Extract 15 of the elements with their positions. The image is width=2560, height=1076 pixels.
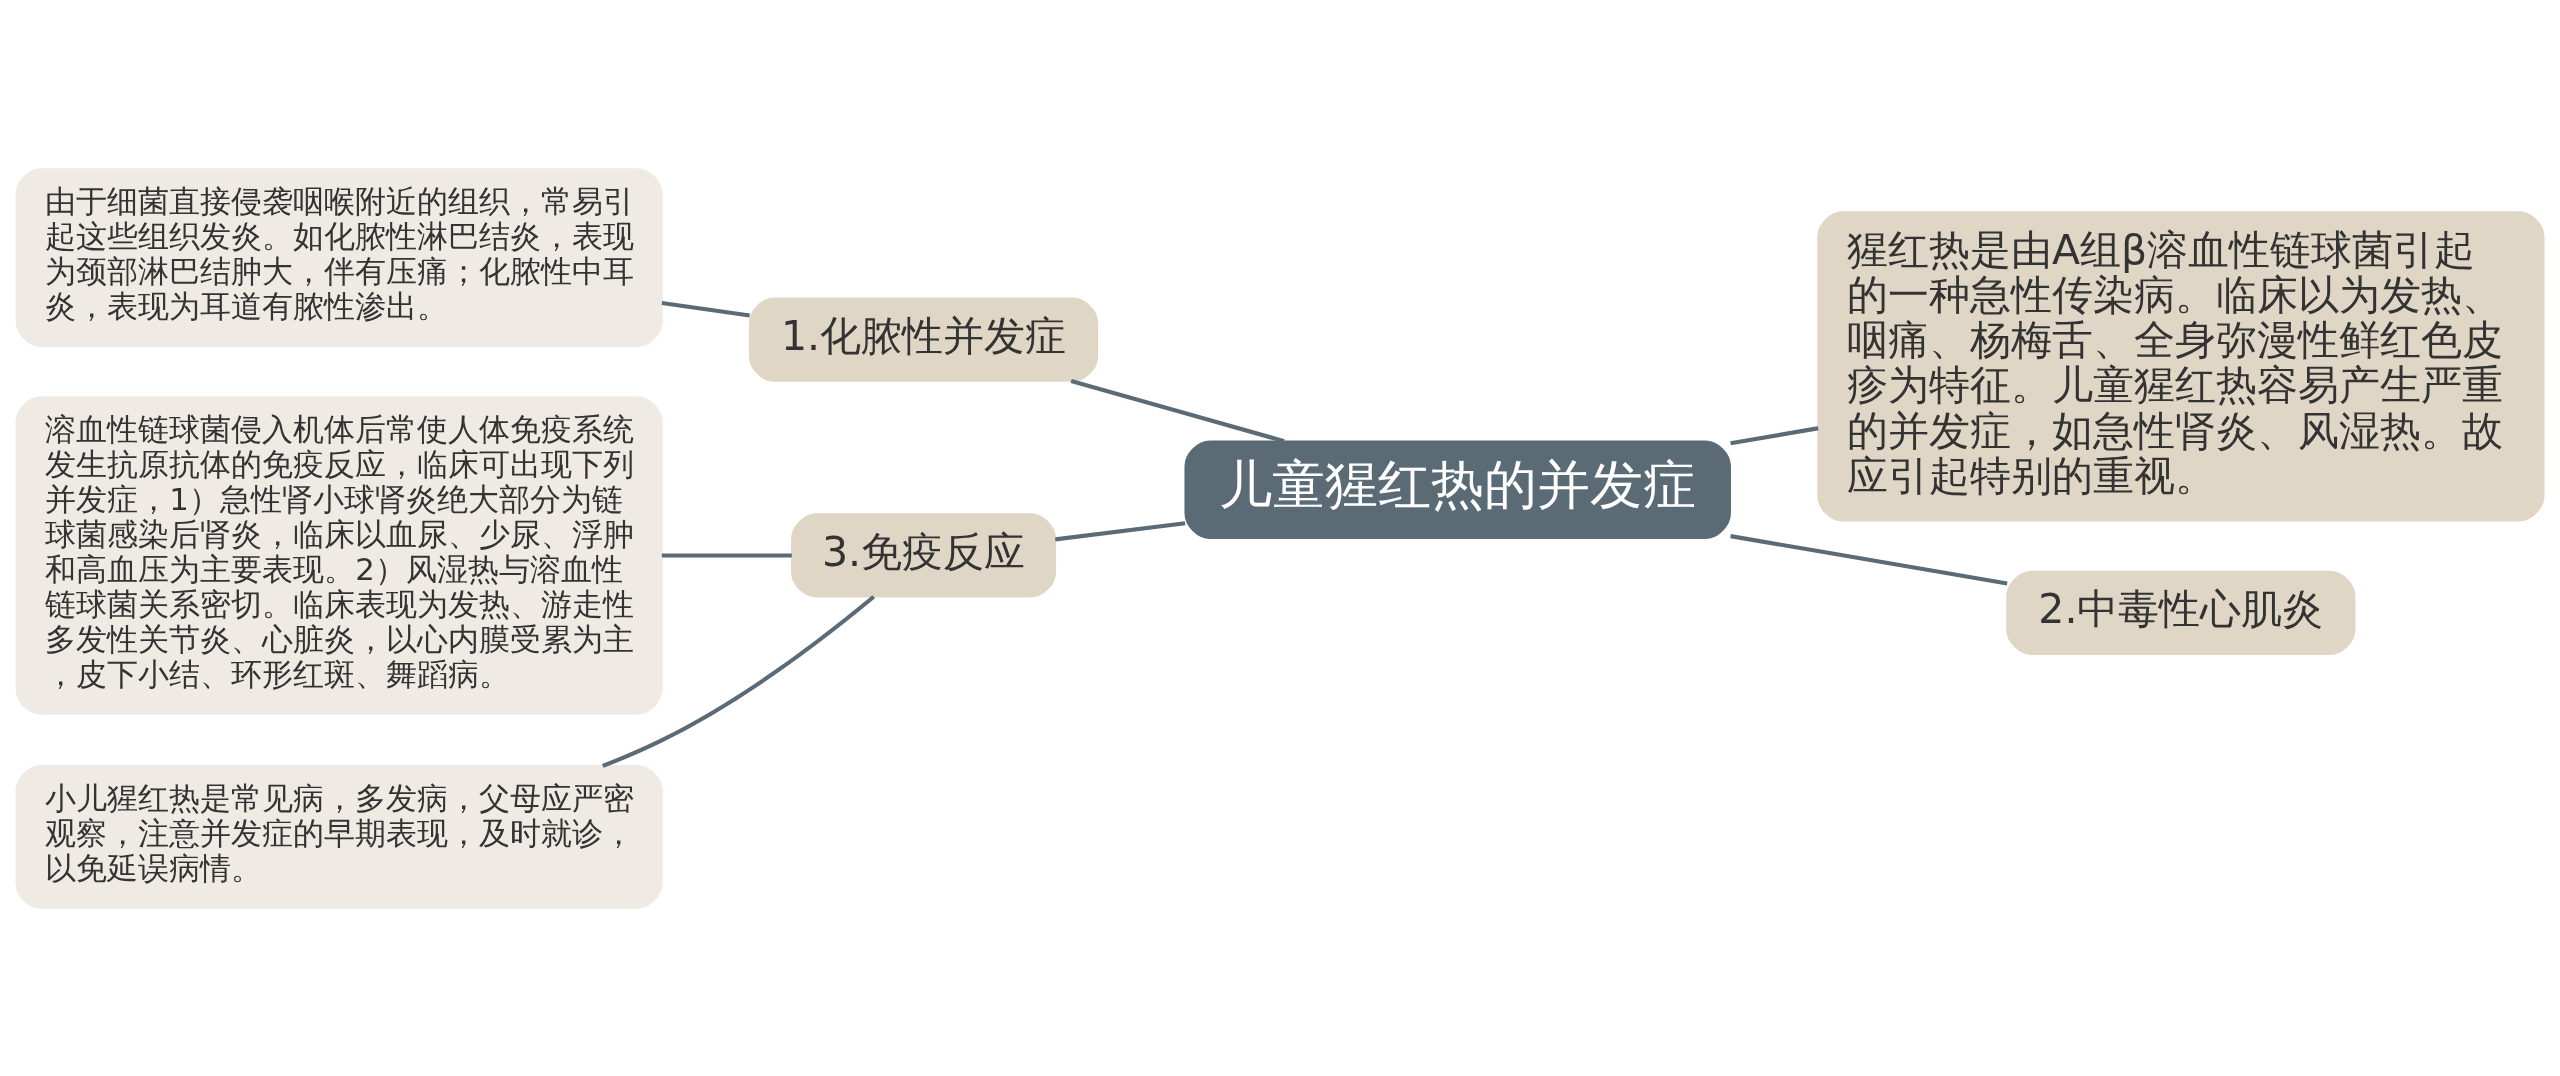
node-box: 2.中毒性心肌炎: [2006, 570, 2356, 655]
node-box: 猩红热是由A组β溶血性链球菌引起的一种急性传染病。临床以为发热、咽痛、杨梅舌、全身弥漫性鲜红色皮疹为特征。儿童猩红热容易产生严重的并发症，如急性肾炎、风湿热。故应引起特别的重视。: [1817, 210, 2545, 522]
node-box: 溶血性链球菌侵入机体后常使人体免疫系统发生抗原抗体的免疫反应，临床可出现下列并发症，1）急性肾小球肾炎绝大部分为链球菌感染后肾炎，临床以血尿、少尿、浮肿和高血压为主要表现。2）风湿热与溶血性链球菌关系密切。临床表现为发热、游走性多发性关节炎、心脏炎，以心内膜受累为主，皮下小结、环形红斑、舞蹈病。: [15, 395, 663, 715]
connector: [1055, 520, 1186, 541]
connector: [1730, 533, 2008, 586]
node-box: 1.化脓性并发症: [748, 297, 1099, 382]
node-box: 由于细菌直接侵袭咽喉附近的组织，常易引起这些组织发炎。如化脓性淋巴结炎，表现为颈部淋巴结肿大，伴有压痛；化脓性中耳炎，表现为耳道有脓性渗出。: [15, 167, 663, 347]
connector: [661, 552, 792, 557]
node-box: 小儿猩红热是常见病，多发病，父母应严密观察，注意并发症的早期表现，及时就诊，以免延误病情。: [15, 764, 663, 909]
node-box: 儿童猩红热的并发症: [1184, 439, 1731, 539]
connector: [602, 594, 876, 768]
connector: [1070, 378, 1285, 443]
connector: [661, 300, 750, 317]
node-box: 3.免疫反应: [791, 512, 1057, 598]
connector: [1730, 425, 1819, 445]
